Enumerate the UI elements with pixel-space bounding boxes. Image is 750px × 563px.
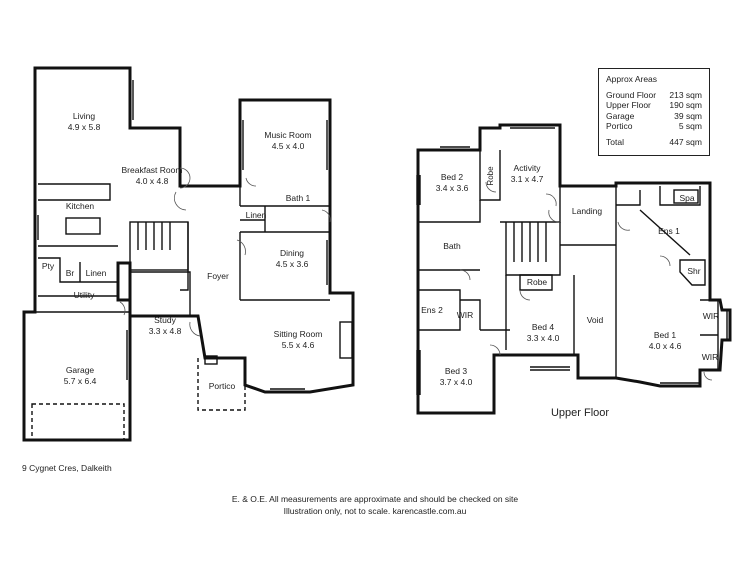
label-wir-bed3: WIR — [457, 310, 474, 320]
label-wir1: WIR — [703, 311, 720, 321]
label-bed4: Bed 4 — [532, 322, 554, 332]
area-total-row: Total 447 sqm — [606, 137, 702, 147]
label-bed3-dims: 3.7 x 4.0 — [440, 377, 473, 387]
label-shr: Shr — [687, 266, 700, 276]
label-living: Living — [73, 111, 95, 121]
label-bed2: Bed 2 — [441, 172, 463, 182]
label-dining-dims: 4.5 x 3.6 — [276, 259, 309, 269]
area-row-value: 5 sqm — [678, 120, 702, 131]
area-row-label: Upper Floor — [606, 100, 651, 111]
area-total-label: Total — [606, 137, 624, 148]
label-bath1: Bath 1 — [286, 193, 311, 203]
label-kitchen: Kitchen — [66, 201, 95, 211]
label-dining: Dining — [280, 248, 304, 258]
label-activity-dims: 3.1 x 4.7 — [511, 174, 544, 184]
label-sitting-dims: 5.5 x 4.6 — [282, 340, 315, 350]
area-row-value: 39 sqm — [674, 110, 702, 121]
kitchen-bench-top — [38, 183, 111, 201]
label-music: Music Room — [264, 130, 311, 140]
disclaimer-line-2: Illustration only, not to scale. karenca… — [283, 506, 467, 516]
area-row-label: Garage — [606, 110, 635, 121]
area-total-value: 447 sqm — [669, 137, 702, 148]
fireplace — [339, 321, 353, 359]
label-bed1-dims: 4.0 x 4.6 — [649, 341, 682, 351]
label-ens2: Ens 2 — [421, 305, 443, 315]
label-bed1: Bed 1 — [654, 330, 676, 340]
label-utility: Utility — [74, 290, 96, 300]
label-sitting: Sitting Room — [274, 329, 323, 339]
label-bed4-dims: 3.3 x 4.0 — [527, 333, 560, 343]
label-study-dims: 3.3 x 4.8 — [149, 326, 182, 336]
approx-areas-title: Approx Areas — [606, 74, 658, 84]
label-void: Void — [587, 315, 604, 325]
area-row-label: Ground Floor — [606, 90, 657, 101]
label-pantry: Pty — [42, 261, 55, 271]
area-row: Garage 39 sqm — [606, 111, 702, 121]
label-bed2-dims: 3.4 x 3.6 — [436, 183, 469, 193]
label-bath: Bath — [443, 241, 461, 251]
label-study: Study — [154, 315, 176, 325]
label-breakfast-dims: 4.0 x 4.8 — [136, 176, 169, 186]
garage-door — [31, 403, 125, 441]
label-portico: Portico — [209, 381, 236, 391]
area-row-value: 190 sqm — [669, 100, 702, 111]
area-row: Portico 5 sqm — [606, 121, 702, 131]
property-address: 9 Cygnet Cres, Dalkeith — [22, 463, 112, 473]
spa-tub — [673, 189, 699, 204]
upper-floor-label: Upper Floor — [551, 407, 609, 419]
label-br: Br — [66, 268, 75, 278]
area-row: Ground Floor 213 sqm — [606, 90, 702, 100]
approx-areas-box: Approx Areas Ground Floor 213 sqm Upper … — [598, 68, 710, 156]
area-row-label: Portico — [606, 120, 633, 131]
label-activity: Activity — [514, 163, 542, 173]
area-row-value: 213 sqm — [669, 90, 702, 101]
kitchen-island — [65, 217, 101, 235]
disclaimer-line-1: E. & O.E. All measurements are approxima… — [231, 494, 519, 504]
label-breakfast: Breakfast Room — [122, 165, 183, 175]
label-music-dims: 4.5 x 4.0 — [272, 141, 305, 151]
label-robe-bed4: Robe — [527, 277, 548, 287]
upper-floor-walls — [416, 123, 732, 415]
label-ens1: Ens 1 — [658, 226, 680, 236]
label-robe-bed2: Robe — [486, 166, 495, 186]
label-linen-upper: Linen — [246, 210, 267, 220]
label-linen-lower: Linen — [86, 268, 107, 278]
area-row: Upper Floor 190 sqm — [606, 100, 702, 110]
label-landing: Landing — [572, 206, 603, 216]
label-wir2: WIR — [702, 352, 719, 362]
label-living-dims: 4.9 x 5.8 — [68, 122, 101, 132]
label-garage-dims: 5.7 x 6.4 — [64, 376, 97, 386]
label-foyer: Foyer — [207, 271, 229, 281]
label-garage: Garage — [66, 365, 95, 375]
label-bed3: Bed 3 — [445, 366, 467, 376]
label-spa: Spa — [679, 193, 694, 203]
